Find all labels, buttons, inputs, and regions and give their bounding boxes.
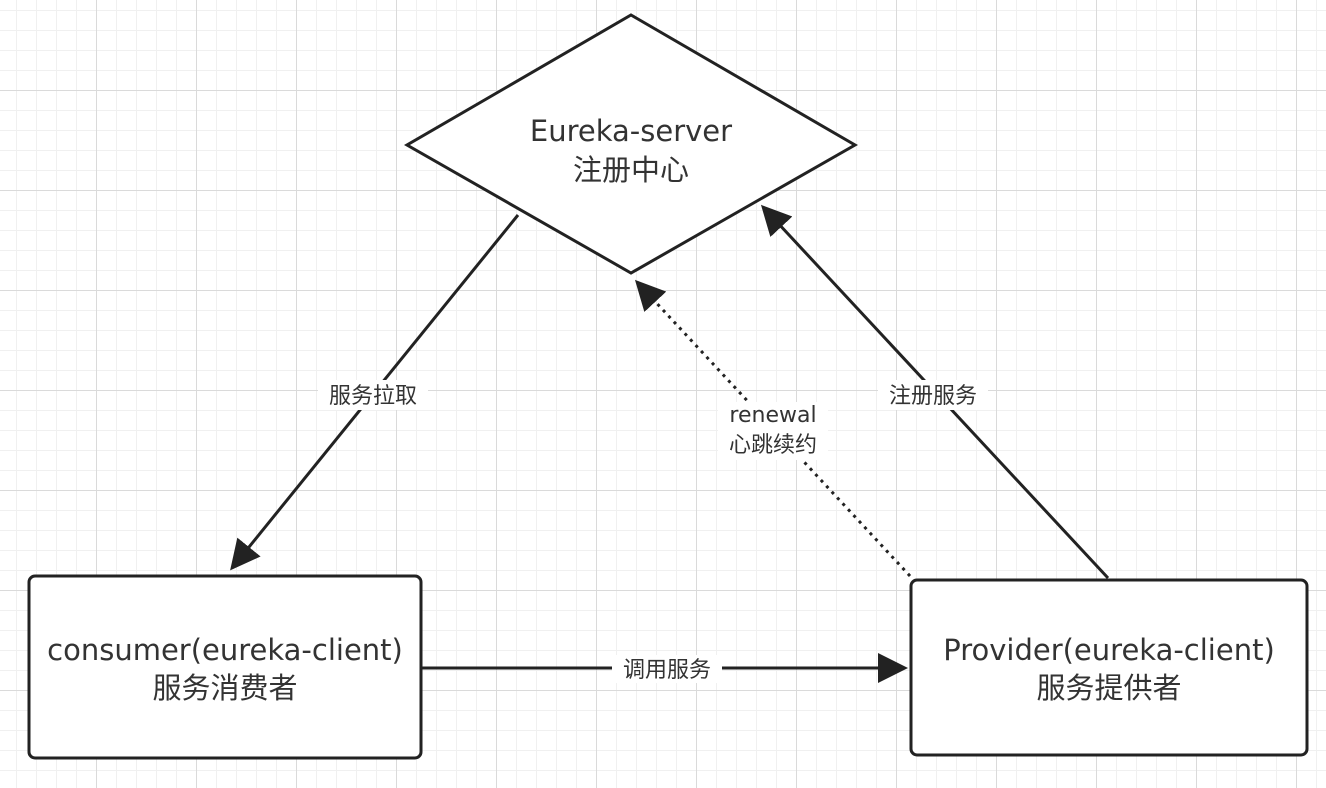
edge-renewal-label-line2: 心跳续约 <box>729 433 817 458</box>
edge-invoke-label: 调用服务 <box>623 658 711 683</box>
edge-renewal-label-line1: renewal <box>729 403 816 428</box>
edge-pull-label-bg <box>318 380 428 410</box>
edge-register-service: 注册服务 <box>760 204 1110 580</box>
server-diamond-shape <box>403 13 859 275</box>
edge-invoke-service: 调用服务 <box>422 653 908 683</box>
edge-pull-label: 服务拉取 <box>329 384 417 409</box>
server-label-line2: 注册中心 <box>573 153 689 187</box>
edge-register-label-bg <box>878 380 988 410</box>
consumer-box-shape <box>27 574 423 760</box>
edge-register-label: 注册服务 <box>889 384 977 409</box>
edge-invoke-label-bg <box>612 655 722 683</box>
provider-label-line2: 服务提供者 <box>1036 671 1181 705</box>
node-consumer[interactable]: consumer(eureka-client) 服务消费者 <box>27 574 423 760</box>
provider-label-line1: Provider(eureka-client) <box>943 633 1275 667</box>
server-label-line1: Eureka-server <box>530 114 732 148</box>
consumer-label-line2: 服务消费者 <box>152 671 297 705</box>
consumer-label-line1: consumer(eureka-client) <box>47 633 403 667</box>
node-eureka-server[interactable]: Eureka-server 注册中心 <box>403 13 859 275</box>
edge-renewal: renewal 心跳续约 <box>634 279 912 578</box>
edge-renewal-label-bg <box>718 402 828 460</box>
provider-box-shape <box>909 578 1309 757</box>
edge-service-pull: 服务拉取 <box>230 214 520 571</box>
node-provider[interactable]: Provider(eureka-client) 服务提供者 <box>909 578 1309 757</box>
